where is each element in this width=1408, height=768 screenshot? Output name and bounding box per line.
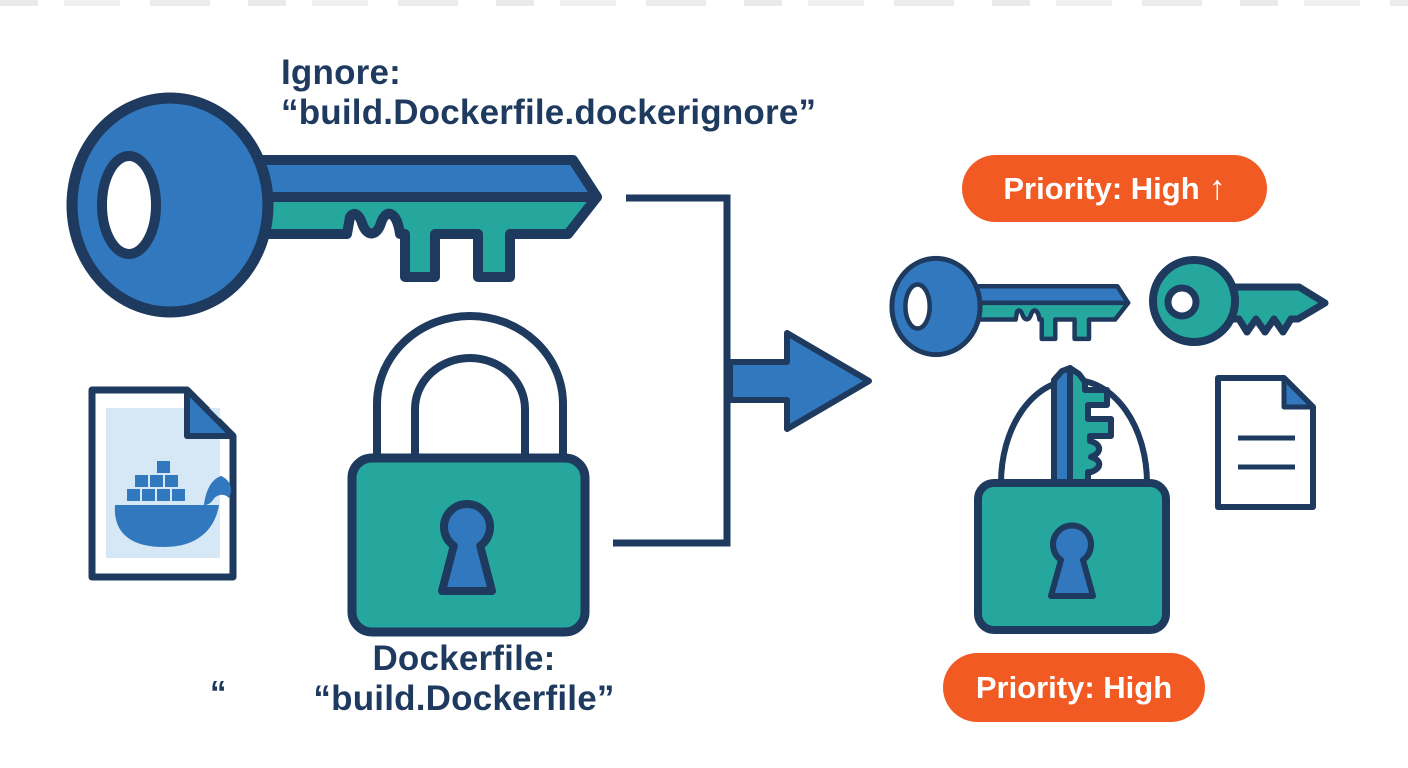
bracket-connector (613, 194, 731, 547)
priority-high-badge-bottom: Priority: High (943, 653, 1205, 722)
priority-high-badge-top: Priority: High ↑ (962, 155, 1267, 222)
top-edge-artifact (0, 0, 1408, 6)
dockerfile-label: Dockerfile: “build.Dockerfile” (264, 639, 664, 719)
dockerfile-label-file: “build.Dockerfile” (313, 679, 615, 718)
keyhole-icon (438, 499, 496, 595)
ignore-label: Ignore: “build.Dockerfile.dockerignore” (281, 53, 816, 133)
document-icon (1215, 375, 1316, 510)
dockerfile-document-icon (88, 386, 237, 581)
arrow-right-icon (727, 330, 872, 432)
up-arrow-icon: ↑ (1208, 168, 1226, 207)
ignore-label-title: Ignore: (281, 53, 402, 92)
priority-high-badge-bottom-label: Priority: High (975, 669, 1173, 705)
keyhole-icon (1048, 522, 1096, 599)
dockerfile-label-title: Dockerfile: (372, 639, 556, 678)
stray-quote-mark: “ (210, 674, 227, 711)
unlocked-padlock-icon (974, 365, 1170, 634)
padlock-icon (347, 312, 590, 637)
small-blue-key-icon (892, 258, 1128, 354)
docker-whale-icon (114, 461, 231, 547)
inserted-key-icon (1051, 365, 1114, 489)
ignore-label-file: “build.Dockerfile.dockerignore” (281, 93, 817, 132)
priority-high-badge-top-label: Priority: High (1003, 170, 1200, 206)
small-teal-key-icon (1149, 256, 1329, 346)
